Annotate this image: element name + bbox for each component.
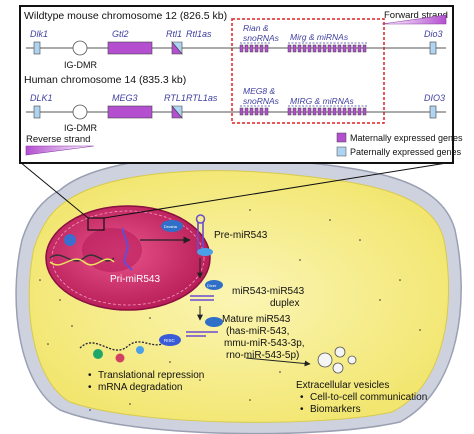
dna-strand-2: [49, 258, 115, 266]
human-dlk1-gene: [33, 105, 41, 119]
drosha-enzyme: [161, 220, 183, 232]
human-rtl1-label: RTL1: [164, 93, 186, 103]
risc-complex: [159, 334, 181, 346]
human-chromosome-title: Human chromosome 14 (835.3 kb): [24, 74, 186, 86]
cell-illustration: Pri-miR543 Drosha Pre-miR543 Dicer miR54…: [15, 155, 462, 434]
pre-mirna-loop: [195, 214, 206, 224]
effect-bullet-1: •: [88, 370, 92, 381]
mouse-gtl2-label: Gtl2: [112, 29, 129, 39]
zoom-line-left: [19, 161, 89, 219]
exportin: [197, 248, 213, 256]
human-ig-dmr-circle: [72, 104, 88, 120]
ribosome-2: [115, 353, 125, 363]
duplex-label-2: duplex: [270, 298, 299, 309]
ev-bullet-1: •: [300, 392, 304, 403]
drosha-label: Drosha: [164, 224, 178, 229]
mouse-rian-genes: [239, 44, 269, 53]
human-meg8-label-1: MEG8 &: [243, 86, 275, 96]
human-dio3-gene: [429, 105, 437, 119]
polymerase: [64, 234, 76, 246]
mouse-dlk1-gene: [33, 41, 41, 55]
human-dio3-label: DIO3: [424, 93, 445, 103]
mouse-gtl2-gene: [107, 41, 153, 55]
ev-title: Extracellular vesicles: [296, 380, 389, 391]
mouse-dio3-label: Dio3: [424, 29, 443, 39]
duplex-label-1: miR543-miR543: [232, 286, 305, 297]
human-meg8-label-2: snoRNAs: [243, 96, 280, 106]
extracellular-vesicles: [317, 346, 357, 374]
legend-paternal-swatch: [336, 146, 347, 157]
chromosome-panel-frame: [19, 5, 454, 164]
dicer-enzyme: [205, 280, 223, 290]
duplex-strands: [190, 295, 214, 301]
helicase: [205, 317, 223, 327]
legend-maternal-swatch: [336, 132, 347, 143]
mature-label-3: mmu-miR-543-3p,: [224, 338, 305, 349]
effect-mrna-degradation: mRNA degradation: [98, 382, 183, 393]
ribosome-3: [136, 346, 144, 354]
human-mirg-label: MIRG & miRNAs: [290, 96, 355, 106]
ev-biomarkers: Biomarkers: [310, 404, 361, 415]
human-meg3-label: MEG3: [112, 93, 138, 103]
dicer-label: Dicer: [207, 283, 217, 288]
nucleolus: [82, 228, 142, 272]
mouse-chromosome-title: Wildtype mouse chromosome 12 (826.5 kb): [24, 10, 227, 22]
zoom-line-right: [103, 161, 454, 219]
mouse-mirg-genes: [287, 44, 367, 53]
mouse-rian-label-2: snoRNAs: [243, 33, 280, 43]
pri-mirna-hairpin: [121, 227, 133, 271]
highlight-region: [231, 18, 385, 124]
mature-label-2: (has-miR-543,: [226, 326, 289, 337]
target-mrna: [79, 341, 163, 351]
ribosome: [93, 349, 103, 359]
legend-paternal-label: Paternally expressed genes: [350, 147, 462, 157]
dna-strand: [49, 254, 115, 262]
forward-strand-wedge: [381, 14, 447, 25]
mature-label-4: rno-miR-543-5p): [226, 350, 299, 361]
mouse-rtl1as-gene: [171, 41, 183, 55]
chromosome-panel: Wildtype mouse chromosome 12 (826.5 kb) …: [19, 5, 463, 164]
effect-bullet-2: •: [88, 382, 92, 393]
mature-label-1: Mature miR543: [222, 314, 291, 325]
pre-mirna-label: Pre-miR543: [214, 230, 268, 241]
pri-mirna-label: Pri-miR543: [110, 274, 160, 285]
mouse-ig-dmr-circle: [72, 40, 88, 56]
human-meg3-gene: [107, 105, 153, 119]
nucleus-envelope: [51, 210, 205, 306]
mouse-rtl1-label: Rtl1: [166, 29, 182, 39]
mature-mirna: [186, 331, 218, 337]
arrow-to-vesicles: [245, 357, 311, 367]
mouse-dlk1-label: Dlk1: [30, 29, 48, 39]
reverse-strand-wedge: [25, 145, 95, 156]
pre-mirna-hairpin: [197, 222, 204, 252]
human-meg8-genes: [239, 107, 269, 116]
mouse-rian-label-1: Rian &: [243, 23, 269, 33]
reverse-strand-label: Reverse strand: [26, 134, 90, 145]
legend-maternal-label: Maternally expressed genes: [350, 133, 463, 143]
mouse-mirg-label: Mirg & miRNAs: [290, 32, 349, 42]
chromosome-zoom-box: [87, 217, 105, 231]
human-dlk1-label: DLK1: [30, 93, 53, 103]
effect-translational-repression: Translational repression: [98, 370, 204, 381]
mouse-ig-dmr-label: IG-DMR: [64, 60, 97, 70]
human-rtl1as-gene: [171, 105, 183, 119]
human-rtl1as-label: RTL1as: [186, 93, 218, 103]
human-ig-dmr-label: IG-DMR: [64, 123, 97, 133]
mouse-rtl1as-label: Rtl1as: [186, 29, 212, 39]
forward-strand-label: Forward strand: [384, 10, 448, 21]
mouse-dio3-gene: [429, 41, 437, 55]
cytoplasm-dots: [39, 209, 421, 411]
ev-bullet-2: •: [300, 404, 304, 415]
human-mirg-genes: [287, 107, 367, 116]
risc-label: RISC: [164, 338, 176, 343]
ev-cell-communication: Cell-to-cell communication: [310, 392, 427, 403]
